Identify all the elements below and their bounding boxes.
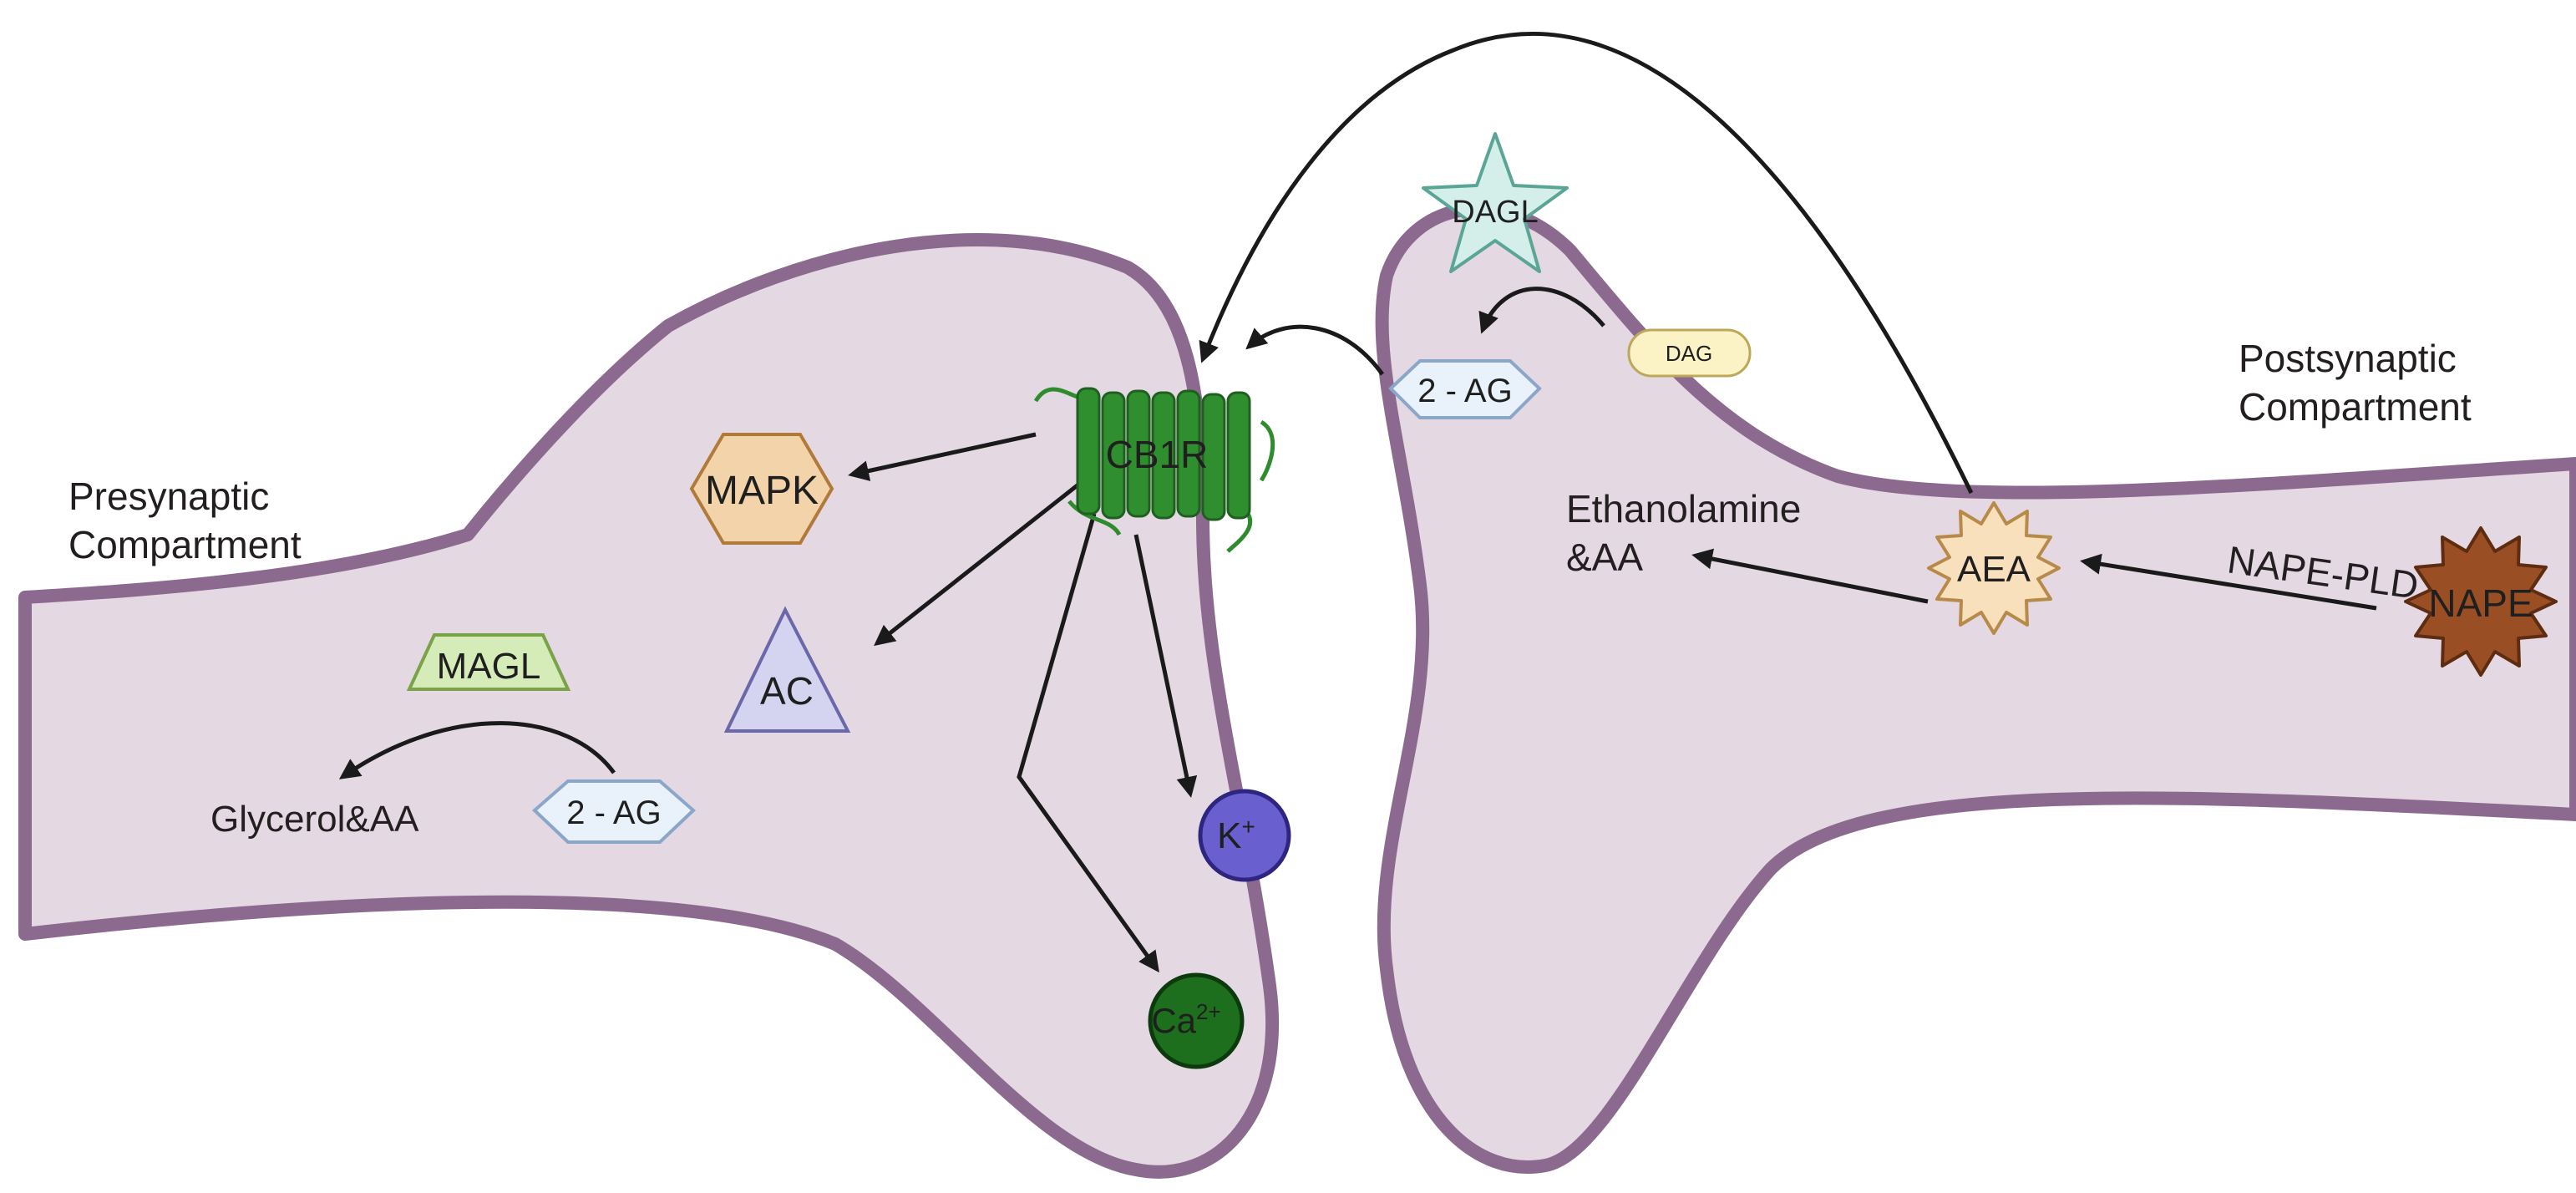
cb1r-label: CB1R bbox=[1106, 433, 1209, 476]
postsynaptic-label-line2: Compartment bbox=[2239, 385, 2472, 429]
nape-node: NAPE bbox=[2404, 526, 2558, 677]
k-label: K bbox=[1217, 815, 1241, 856]
arrow-nape-to-aea bbox=[2080, 553, 2377, 611]
ac-label: AC bbox=[760, 669, 814, 713]
two-ag-pre-label: 2 - AG bbox=[566, 794, 661, 831]
aea-label: AEA bbox=[1957, 549, 2031, 590]
postsynaptic-spine bbox=[1375, 201, 2576, 1174]
two-ag-post-label: 2 - AG bbox=[1417, 373, 1512, 409]
arrow-aea-to-ethanolamine bbox=[1691, 548, 1929, 604]
arrow-cb1r-to-mapk bbox=[848, 432, 1037, 481]
ac-node: AC bbox=[723, 606, 851, 733]
arrow-2ag-pre-to-glycerol bbox=[338, 721, 616, 779]
glycerol-aa-label: Glycerol&AA bbox=[210, 799, 419, 840]
cb1r-receptor: CB1R bbox=[1033, 387, 1275, 553]
nape-label: NAPE bbox=[2428, 581, 2533, 625]
arrow-cb1r-to-k bbox=[1133, 534, 1198, 798]
magl-label: MAGL bbox=[437, 646, 541, 687]
postsynaptic-label-line1: Postsynaptic bbox=[2239, 337, 2457, 380]
aea-node: AEA bbox=[1927, 501, 2061, 635]
mapk-node: MAPK bbox=[689, 433, 834, 545]
ca-label: Ca bbox=[1151, 1001, 1196, 1040]
arrows bbox=[338, 32, 2377, 973]
dag-label: DAG bbox=[1666, 341, 1712, 366]
ca-superscript: 2+ bbox=[1196, 999, 1221, 1024]
mapk-label: MAPK bbox=[705, 469, 819, 513]
svg-text:K+: K+ bbox=[1217, 814, 1255, 856]
two-ag-post-node: 2 - AG bbox=[1388, 359, 1542, 419]
dagl-label: DAGL bbox=[1452, 195, 1538, 230]
arrow-aea-to-cb1r bbox=[1199, 32, 1974, 495]
arrow-cb1r-to-ac bbox=[874, 470, 1096, 647]
ca-channel-node: Ca2+ bbox=[1148, 972, 1245, 1069]
k-channel-node: K+ bbox=[1198, 789, 1291, 882]
k-superscript: + bbox=[1242, 814, 1255, 840]
arrow-dag-to-2ag bbox=[1478, 287, 1605, 334]
two-ag-pre-node: 2 - AG bbox=[532, 779, 696, 844]
dagl-node: DAGL bbox=[1422, 132, 1569, 273]
dag-node: DAG bbox=[1627, 328, 1752, 378]
presynaptic-terminal bbox=[18, 233, 1280, 1179]
presynaptic-label-line1: Presynaptic bbox=[68, 475, 269, 518]
svg-text:Ca2+: Ca2+ bbox=[1151, 999, 1220, 1040]
magl-node: MAGL bbox=[406, 633, 571, 691]
ethanolamine-label-line1: Ethanolamine bbox=[1566, 487, 1801, 531]
arrow-2ag-post-to-cb1r bbox=[1245, 324, 1385, 376]
presynaptic-label-line2: Compartment bbox=[68, 523, 302, 566]
arrow-cb1r-to-ca bbox=[1017, 513, 1159, 973]
ethanolamine-label-line2: &AA bbox=[1566, 536, 1643, 579]
